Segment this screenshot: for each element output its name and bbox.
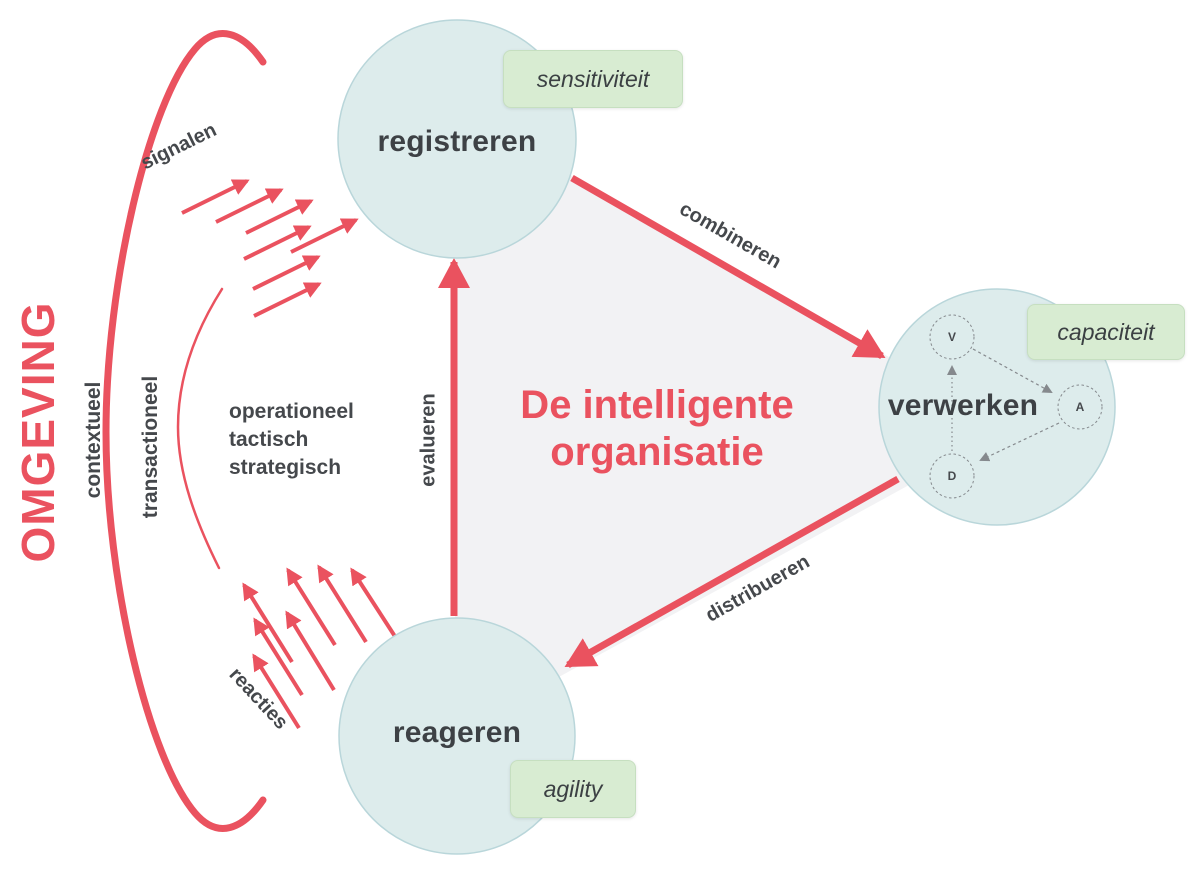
reaction-arrow — [252, 653, 301, 730]
reaction-arrow — [350, 567, 398, 640]
v-subcircle — [929, 314, 975, 360]
d-subcircle — [929, 453, 975, 499]
capacity-badge: capaciteit — [1027, 304, 1185, 360]
v-to-a-link — [972, 348, 1053, 393]
levels-text: operationeel tactisch strategisch — [229, 398, 354, 482]
signal-arrow — [181, 179, 250, 215]
transaction-arc — [176, 287, 224, 570]
level-strategic: strategisch — [229, 456, 342, 479]
signal-arrow — [252, 255, 321, 291]
level-tactical: tactisch — [229, 428, 309, 451]
reaction-arrows — [242, 564, 398, 730]
reaction-arrow — [242, 582, 294, 664]
a-to-d-link — [979, 422, 1060, 462]
level-operational: operationeel — [229, 400, 354, 423]
reaction-arrow — [253, 617, 304, 697]
reaction-arrow — [285, 610, 336, 692]
register-node-label: registreren — [377, 125, 537, 158]
a-subcircle — [1057, 384, 1103, 430]
signal-arrow — [290, 218, 359, 254]
page-title-line1: De intelligente — [520, 383, 794, 427]
contextual-layer-label: contextueel — [82, 381, 105, 499]
signal-arrow — [245, 199, 314, 235]
transactional-layer-label: transactioneel — [139, 375, 162, 519]
reaction-arrow — [317, 564, 368, 644]
page-title-line2: organisatie — [550, 430, 764, 474]
reaction-arrow — [286, 567, 337, 647]
agility-badge: agility — [510, 760, 636, 818]
environment-label: OMGEVING — [12, 301, 64, 563]
a-subnode-label: A — [1075, 400, 1085, 414]
signal-arrow — [243, 225, 312, 261]
process-node-label: verwerken — [887, 389, 1039, 422]
d-subnode-label: D — [947, 469, 957, 483]
vad-network — [929, 314, 1103, 499]
evaluate-label: evalueren — [417, 393, 440, 487]
environment-arc — [102, 30, 267, 832]
triangle-background — [455, 109, 1013, 734]
distribute-arrow — [564, 475, 900, 669]
v-subnode-label: V — [947, 330, 957, 344]
signal-arrow — [215, 188, 284, 224]
react-node-label: reageren — [392, 716, 522, 749]
page-title: De intelligente organisatie — [520, 382, 793, 476]
combine-arrow — [570, 174, 886, 360]
sensitivity-badge: sensitiviteit — [503, 50, 683, 108]
signal-arrow — [253, 282, 322, 318]
signal-arrows — [181, 179, 359, 318]
